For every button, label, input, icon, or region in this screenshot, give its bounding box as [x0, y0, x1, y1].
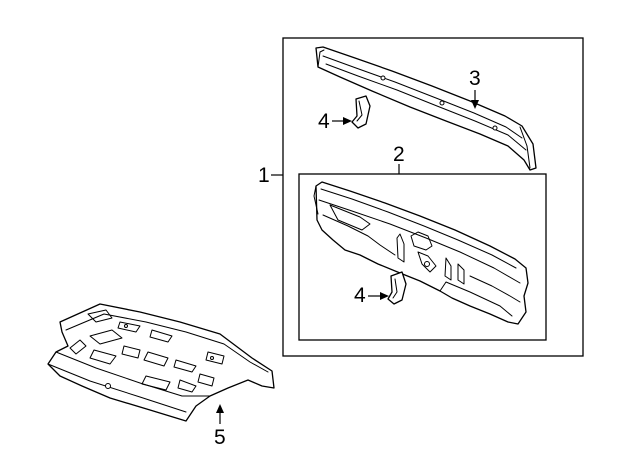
callout-3: 3	[469, 67, 481, 109]
part-2-rear-panel	[313, 181, 529, 325]
callout-2: 2	[393, 143, 405, 174]
callout-4-lower: 4	[354, 284, 389, 307]
callout-4-upper: 4	[318, 110, 352, 133]
callout-4-upper-label: 4	[318, 110, 330, 133]
part-4-bracket-upper	[351, 95, 371, 129]
part-4-bracket-lower	[387, 271, 407, 305]
callout-5-label: 5	[214, 426, 226, 449]
callout-4-lower-label: 4	[354, 284, 366, 307]
callout-3-label: 3	[469, 67, 481, 90]
assembly-frame-outer	[282, 37, 584, 357]
callout-5: 5	[214, 404, 226, 449]
callout-2-label: 2	[393, 143, 405, 166]
assembly-frame-inner	[298, 173, 547, 341]
callout-1-label: 1	[258, 164, 270, 187]
callout-1: 1	[258, 164, 283, 187]
part-3-upper-rail	[315, 46, 537, 171]
part-5-package-tray	[47, 303, 275, 422]
